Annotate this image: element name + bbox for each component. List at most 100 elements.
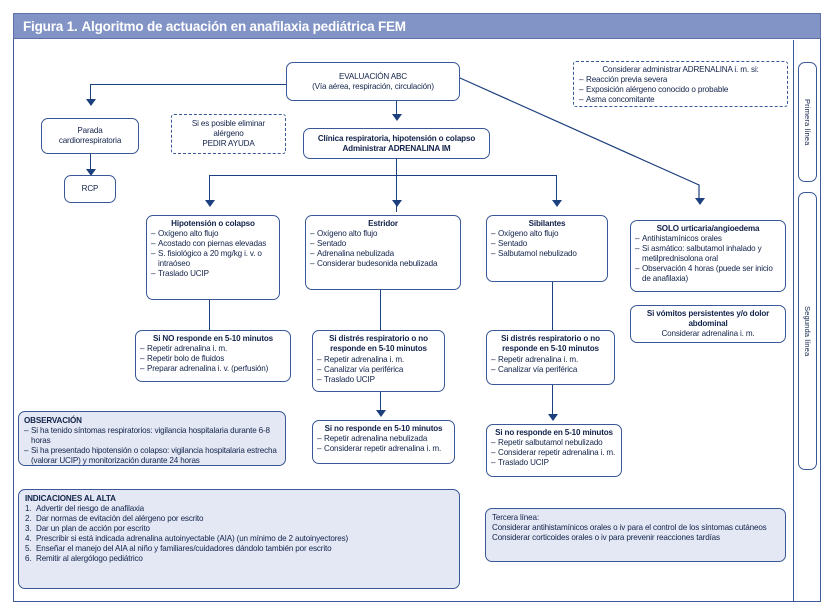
node-parada-cardiorrespiratoria[interactable]: Parada cardiorrespiratoria (41, 118, 139, 154)
side-label-segunda-linea: Segunda línea (798, 192, 817, 470)
node-sibilantes-no-responde[interactable]: Si no responde en 5-10 minutos Repetir s… (486, 424, 622, 477)
figure-title-bar: Figura 1. Algoritmo de actuación en anaf… (13, 13, 821, 39)
list-item: Exposición alérgeno conocido o probable (579, 85, 782, 95)
list-item: Considerar repetir adrenalina i. m. (317, 444, 450, 454)
list-item: Reacción previa severa (579, 75, 782, 85)
indicaciones-heading: INDICACIONES AL ALTA (25, 494, 116, 503)
node-rcp[interactable]: RCP (64, 175, 116, 203)
connector-clinica-down (396, 159, 398, 212)
arrow-to-urticaria (695, 198, 705, 205)
node-vomitos-persistentes[interactable]: Si vómitos persistentes y/o dolor abdomi… (630, 305, 786, 343)
connector-parada-to-rcp (90, 154, 92, 173)
tercera-linea-heading: Tercera línea: (492, 513, 539, 522)
side-label-primera-linea: Primera línea (798, 62, 817, 182)
arrow-to-sibilantes (552, 200, 562, 207)
estridor-no-responde-list: Repetir adrenalina nebulizada Considerar… (317, 434, 450, 454)
list-item: Salbutamol nebulizado (491, 249, 603, 259)
node-estridor-distres[interactable]: Si distrés respiratorio o no responde en… (312, 330, 445, 392)
node-hipotension-colapso[interactable]: Hipotensión o colapso Oxígeno alto flujo… (146, 215, 280, 300)
list-item: Advertir del riesgo de anafilaxia (25, 504, 144, 514)
connector-abc-to-parada-h (90, 84, 286, 86)
list-item: Sentado (310, 239, 456, 249)
node-estridor[interactable]: Estridor Oxígeno alto flujo Sentado Adre… (305, 215, 461, 290)
list-item: Considerar budesonida nebulizada (310, 259, 456, 269)
sibilantes-no-responde-list: Repetir salbutamol nebulizado Considerar… (491, 438, 617, 468)
eliminar-alergeno-line3: PEDIR AYUDA (202, 138, 255, 148)
list-item: Si asmático: salbutamol inhalado y metil… (635, 244, 781, 264)
node-estridor-no-responde[interactable]: Si no responde en 5-10 minutos Repetir a… (312, 420, 455, 464)
list-item: Repetir adrenalina i. m. (140, 344, 286, 354)
list-item: Repetir adrenalina i. m. (317, 355, 440, 365)
arrow-to-rcp (86, 169, 96, 176)
considerar-adrenalina-heading: Considerar administrar ADRENALINA i. m. … (602, 65, 759, 74)
list-item: Preparar adrenalina i. v. (perfusión) (140, 364, 286, 374)
node-urticaria-angioedema[interactable]: SOLO urticaria/angioedema Antihistamínic… (630, 220, 786, 292)
tercera-linea-line1: Considerar antihistamínicos orales o iv … (492, 523, 767, 533)
list-item: Dar normas de evitación del alérgeno por… (25, 514, 204, 524)
list-item: Repetir salbutamol nebulizado (491, 438, 617, 448)
list-item: Canalizar vía periférica (317, 365, 440, 375)
list-item: Canalizar vía periférica (491, 365, 610, 375)
side-rail-divider (793, 40, 794, 602)
node-hipotension-no-responde[interactable]: Si NO responde en 5-10 minutos Repetir a… (135, 330, 291, 382)
node-sibilantes[interactable]: Sibilantes Oxígeno alto flujo Sentado Sa… (486, 215, 608, 282)
node-evaluacion-abc[interactable]: EVALUACIÓN ABC (Vía aérea, respiración, … (286, 62, 460, 101)
connector-estridor-distres-down (380, 392, 382, 414)
list-item: Sentado (491, 239, 603, 249)
figure-label: Figura 1. (23, 18, 78, 34)
hipotension-heading: Hipotensión o colapso (171, 219, 255, 228)
node-tercera-linea[interactable]: Tercera línea: Considerar antihistamínic… (485, 508, 786, 562)
list-item: S. fisiológico a 20 mg/kg i. v. o intraó… (151, 249, 275, 269)
arrow-estridor-no-responde (376, 410, 386, 417)
list-item: Oxígeno alto flujo (310, 229, 456, 239)
list-item: Observación 4 horas (puede ser inicio de… (635, 264, 781, 284)
hipotension-no-responde-heading: Si NO responde en 5-10 minutos (152, 334, 274, 343)
clinica-line2: Administrar ADRENALINA IM (342, 143, 451, 153)
estridor-heading: Estridor (368, 219, 398, 228)
connector-sibilantes-distres-down (552, 385, 554, 418)
connector-abc-to-clinica (396, 100, 398, 119)
considerar-adrenalina-list: Reacción previa severa Exposición alérge… (579, 75, 782, 105)
node-indicaciones-alta[interactable]: INDICACIONES AL ALTA Advertir del riesgo… (18, 489, 460, 589)
estridor-no-responde-heading: Si no responde en 5-10 minutos (324, 424, 443, 433)
observacion-list: Si ha tenido síntomas respiratorios: vig… (24, 426, 280, 466)
rcp-label: RCP (81, 184, 99, 194)
list-item: Si ha tenido síntomas respiratorios: vig… (24, 426, 280, 446)
list-item: Antihistamínicos orales (635, 234, 781, 244)
list-item: Traslado UCIP (151, 269, 275, 279)
node-considerar-adrenalina[interactable]: Considerar administrar ADRENALINA i. m. … (573, 61, 788, 107)
list-item: Considerar repetir adrenalina i. m. (491, 448, 617, 458)
list-item: Repetir adrenalina nebulizada (317, 434, 450, 444)
sibilantes-distres-list: Repetir adrenalina i. m. Canalizar vía p… (491, 355, 610, 375)
figure-title: Algoritmo de actuación en anafilaxia ped… (81, 18, 406, 34)
arrow-to-hipotension (205, 200, 215, 207)
arrow-to-estridor (392, 200, 402, 207)
vomitos-line1: Si vómitos persistentes y/o dolor (646, 309, 770, 319)
connector-bus-left (209, 175, 211, 202)
node-sibilantes-distres[interactable]: Si distrés respiratorio o no responde en… (486, 330, 615, 385)
list-item: Si ha presentado hipotensión o colapso: … (24, 446, 280, 466)
tercera-linea-line2: Considerar corticoides orales o iv para … (492, 533, 720, 543)
node-eliminar-alergeno[interactable]: Si es posible eliminar alérgeno PEDIR AY… (171, 114, 286, 154)
hipotension-no-responde-list: Repetir adrenalina i. m. Repetir bolo de… (140, 344, 286, 374)
list-item: Dar un plan de acción por escrito (25, 524, 150, 534)
list-item: Repetir bolo de fluidos (140, 354, 286, 364)
connector-abc-to-parada-v (90, 84, 92, 103)
urticaria-list: Antihistamínicos orales Si asmático: sal… (635, 234, 781, 284)
sibilantes-no-responde-heading: Si no responde en 5-10 minutos (495, 428, 613, 437)
evaluacion-abc-heading: EVALUACIÓN ABC (339, 71, 407, 81)
estridor-distres-list: Repetir adrenalina i. m. Canalizar vía p… (317, 355, 440, 385)
node-observacion[interactable]: OBSERVACIÓN Si ha tenido síntomas respir… (18, 411, 286, 466)
parada-line1: Parada (77, 126, 103, 136)
list-item: Repetir adrenalina i. m. (491, 355, 610, 365)
vomitos-line3: Considerar adrenalina i. m. (661, 328, 755, 338)
arrow-abc-to-clinica (392, 114, 402, 121)
list-item: Oxígeno alto flujo (151, 229, 275, 239)
node-clinica-respiratoria[interactable]: Clínica respiratoria, hipotensión o cola… (303, 128, 490, 159)
connector-estridor-down (380, 290, 382, 330)
sibilantes-distres-heading1: Si distrés respiratorio o no (501, 334, 600, 343)
list-item: Adrenalina nebulizada (310, 249, 456, 259)
list-item: Traslado UCIP (491, 458, 617, 468)
estridor-list: Oxígeno alto flujo Sentado Adrenalina ne… (310, 229, 456, 269)
eliminar-alergeno-line2: alérgeno (213, 129, 244, 139)
